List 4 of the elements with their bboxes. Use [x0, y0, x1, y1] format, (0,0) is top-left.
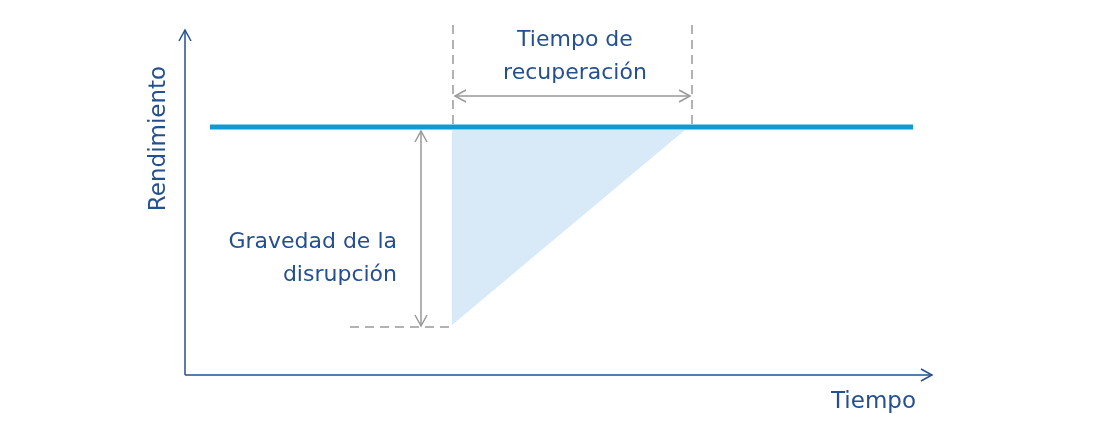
dimension-label: Tiempo de recuperación [502, 25, 648, 86]
y-axis-title: Rendimiento [142, 64, 171, 214]
dimension-label: Gravedad de la disrupción [227, 227, 397, 288]
x-axis-title: Tiempo [830, 386, 916, 415]
